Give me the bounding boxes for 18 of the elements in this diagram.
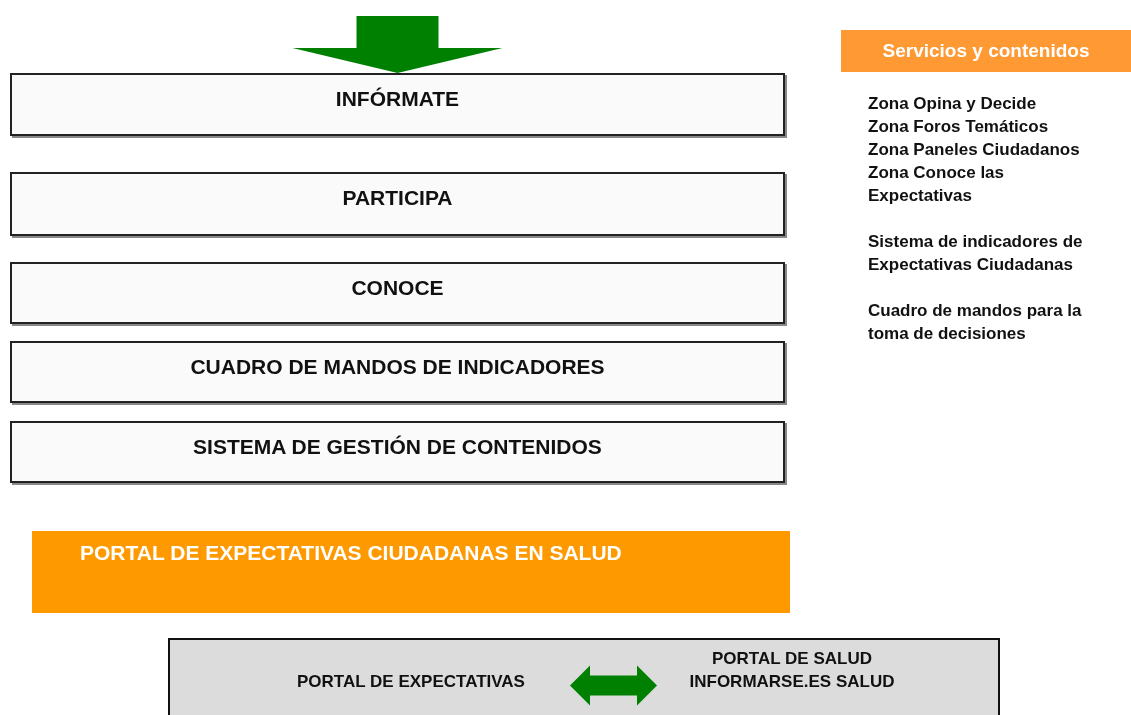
list-item: Zona Paneles Ciudadanos bbox=[868, 139, 1081, 161]
section-box: INFÓRMATE bbox=[10, 73, 785, 136]
list-item: Zona Opina y Decide bbox=[868, 93, 1038, 115]
portal-banner: PORTAL DE EXPECTATIVAS CIUDADANAS EN SALUD bbox=[32, 531, 790, 613]
list-item: Sistema de indicadores de Expectativas Ciudadanas bbox=[868, 231, 1084, 276]
section-box: CUADRO DE MANDOS DE INDICADORES bbox=[10, 341, 785, 403]
portal-label: PORTAL DE SALUD INFORMARSE.ES SALUD bbox=[657, 647, 927, 697]
portal-label: PORTAL DE EXPECTATIVAS bbox=[252, 670, 570, 696]
panel-background bbox=[168, 638, 1000, 715]
block-arrow bbox=[292, 16, 503, 73]
list-item: Zona Conoce las Expectativas bbox=[868, 162, 1006, 207]
double-arrow bbox=[570, 665, 657, 706]
section-box: SISTEMA DE GESTIÓN DE CONTENIDOS bbox=[10, 421, 785, 483]
list-item: Zona Foros Temáticos bbox=[868, 116, 1050, 138]
list-item: Cuadro de mandos para la toma de decisiones bbox=[868, 300, 1083, 345]
header-banner: Servicios y contenidos bbox=[841, 30, 1131, 72]
section-box: PARTICIPA bbox=[10, 172, 785, 236]
section-box: CONOCE bbox=[10, 262, 785, 324]
